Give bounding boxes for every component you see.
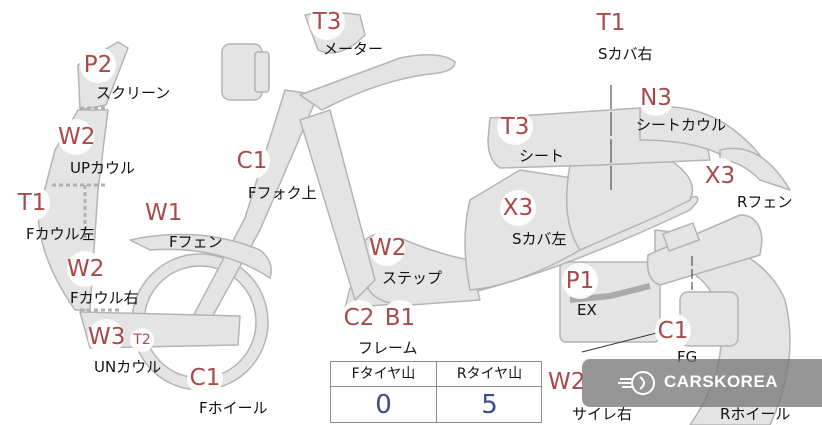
label-f-wheel: Fホイール — [199, 399, 268, 417]
muffler-shape — [646, 214, 763, 286]
label-r-fender: Rフェン — [737, 193, 793, 211]
badge-un-cowl: W3 — [88, 319, 125, 355]
value-rear-tire: 5 — [481, 390, 498, 420]
label-s-cover-left: Sカバ左 — [512, 230, 567, 248]
badge-seat: T3 — [497, 109, 533, 145]
handlebar-shape — [299, 54, 456, 111]
carskorea-logo-icon — [618, 371, 655, 395]
table-divider — [436, 362, 437, 422]
label-f-cowl-left: Fカウル左 — [26, 225, 95, 243]
badge-frame-1: C2 — [341, 300, 377, 336]
badge-r-fender: X3 — [702, 158, 738, 194]
front-fender-shape — [129, 233, 272, 279]
badge-silencer-right: W2 — [548, 364, 585, 400]
label-f-fender: Fフェン — [169, 233, 223, 251]
label-f-cowl-right: Fカウル右 — [70, 289, 139, 307]
label-screen: スクリーン — [96, 84, 171, 102]
badge-s-cover-right: T1 — [593, 5, 629, 41]
header-rear-tire: Rタイヤ山 — [437, 362, 542, 387]
frame-tube-shape — [662, 222, 700, 252]
front-frame-shape — [299, 109, 376, 301]
side-cover-right-shape — [565, 159, 694, 251]
value-front-tire: 0 — [375, 390, 392, 420]
badge-seat-cowl: N3 — [638, 80, 674, 116]
badge-f-fender: W1 — [145, 195, 182, 231]
label-seat: シート — [519, 147, 565, 165]
watermark: CARSKOREA — [582, 359, 822, 407]
label-un-cowl: UNカウル — [94, 358, 162, 376]
badge-meter: T3 — [309, 4, 345, 40]
badge-step: W2 — [369, 230, 406, 266]
label-r-wheel: Rホイール — [720, 405, 791, 423]
label-frame: フレーム — [358, 339, 418, 357]
badge-screen: P2 — [80, 47, 116, 83]
headlight-rim-shape — [254, 51, 270, 93]
badge-f-fork-upper: C1 — [234, 143, 270, 179]
label-silencer-right: サイレ右 — [572, 405, 633, 423]
label-s-cover-right: Sカバ右 — [598, 45, 653, 63]
badge-f-cowl-left: T1 — [14, 185, 50, 221]
badge-s-cover-left: X3 — [500, 190, 536, 226]
badge-ex: P1 — [562, 263, 598, 299]
watermark-text: CARSKOREA — [664, 372, 779, 391]
badge-frame-2: B1 — [382, 300, 418, 336]
header-front-tire: Fタイヤ山 — [331, 362, 436, 387]
badge-f-cowl-right: W2 — [67, 251, 104, 287]
badge-fg: C1 — [655, 313, 691, 349]
label-ex: EX — [577, 301, 597, 319]
label-meter: メーター — [323, 40, 384, 58]
badge-un-cowl-extra: T2 — [130, 328, 154, 352]
badge-up-cowl: W2 — [58, 119, 95, 155]
label-seat-cowl: シートカウル — [636, 116, 727, 134]
label-step: ステップ — [382, 269, 443, 287]
label-f-fork-upper: Fフォク上 — [248, 184, 317, 202]
badge-f-wheel: C1 — [187, 360, 223, 396]
label-up-cowl: UPカウル — [70, 159, 136, 177]
tire-tread-table: Fタイヤ山 Rタイヤ山 0 5 — [330, 361, 542, 423]
